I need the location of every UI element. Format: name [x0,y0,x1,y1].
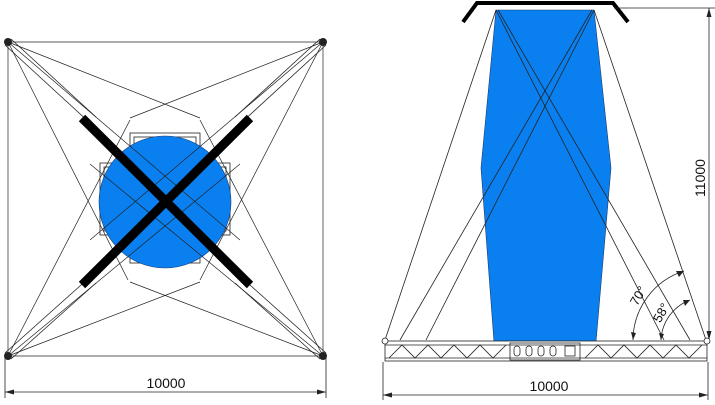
side-view-width-dimension [382,362,709,400]
top-view-main-cross [78,114,254,289]
top-view-width-label: 10000 [147,375,186,391]
side-view-base-truss [381,337,711,362]
side-view-top-hood [461,0,630,24]
top-view-end-hubs [4,38,327,360]
top-view-width-dimension [4,358,327,398]
side-view-angle-arcs [631,270,691,341]
side-view-beam [480,9,612,343]
top-view-boom-arms [4,38,327,360]
side-view: 11000 70° 58° [381,0,715,400]
top-view: 10000 [4,38,327,398]
side-view-width-label: 10000 [530,378,569,394]
side-view-height-label: 11000 [692,159,708,197]
side-view-height-dimension [614,7,715,340]
top-view-cables [7,41,324,357]
side-view-cables [384,9,707,341]
